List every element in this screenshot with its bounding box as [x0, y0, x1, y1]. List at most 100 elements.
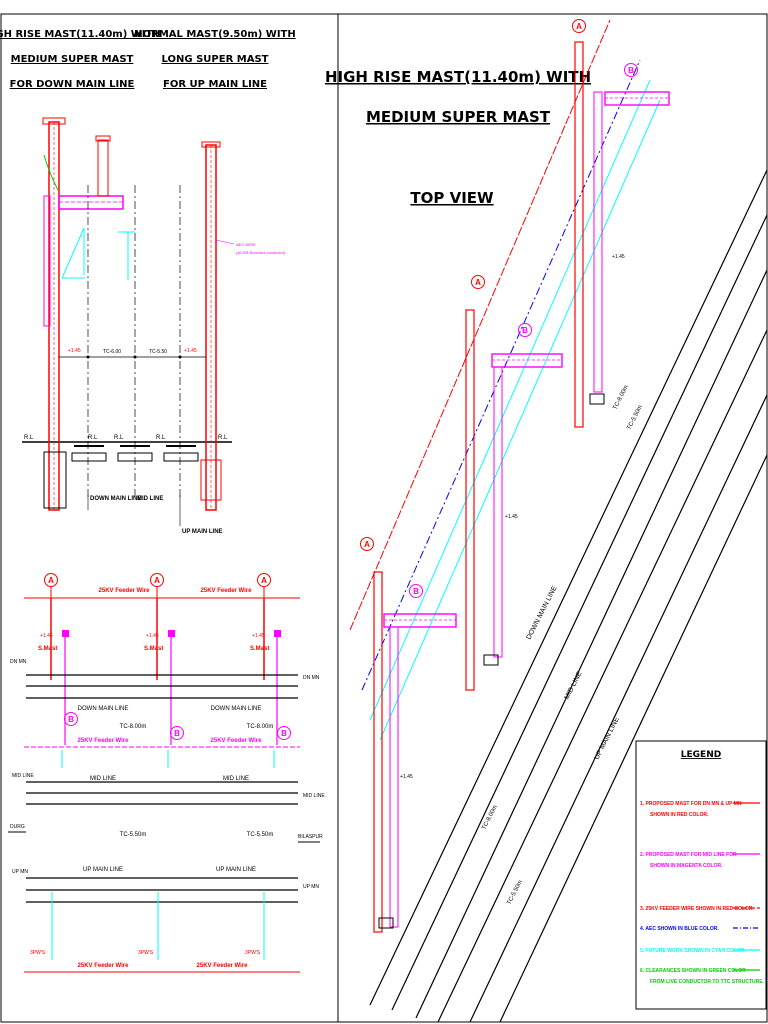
plan-smast-2: S.Mast — [144, 646, 163, 652]
left-title-2-line1: NORMAL MAST(9.50m) WITH — [134, 29, 295, 40]
tv-tc550: TC-5.50m — [506, 879, 523, 905]
rl-label-1: R.L — [24, 435, 34, 441]
plan-view: 25KV Feeder Wire 25KV Feeder Wire A A A — [8, 573, 325, 973]
svg-text:B: B — [628, 66, 634, 75]
rl-label-3: R.L — [114, 435, 124, 441]
tv-mast-2 — [465, 309, 475, 691]
tv-tc550-top: TC-5.50m — [626, 404, 643, 430]
right-title-line2: MEDIUM SUPER MAST — [366, 108, 551, 126]
plan-up-mn-left: UP MN — [12, 869, 28, 875]
plan-up-main-1: UP MAIN LINE — [83, 867, 123, 873]
track-1 — [71, 445, 107, 462]
super-mast-boom — [58, 195, 124, 210]
legend-item-3-text: 3. 25KV FEEDER WIRE SHOWN IN RED COLOR. — [640, 906, 755, 912]
tv-marker-b-1: B — [409, 584, 423, 598]
legend-item-5-text: 5. FUTURE WORK SHOWN IN CYAN COLOR. — [640, 948, 747, 954]
plan-ppw-1: 3PW'S — [30, 950, 46, 956]
svg-text:A: A — [475, 278, 481, 287]
legend-item-1-text: 1. PROPOSED MAST FOR DN MN & UP MN — [640, 801, 742, 807]
elev-up-main: UP MAIN LINE — [182, 529, 223, 535]
track-3 — [163, 445, 199, 462]
elev-tc-right: TC-5.50 — [149, 349, 167, 355]
rl-label-5: R.L — [218, 435, 228, 441]
aec-note: AEC WIRE — [236, 242, 256, 247]
plan-mid-right: MID LINE — [303, 793, 325, 799]
tv-tc800-top: TC-8.00m — [612, 384, 629, 410]
plan-marker-b-2: B — [170, 726, 184, 740]
legend-item-4-text: 4. AEC SHOWN IN BLUE COLOR. — [640, 926, 719, 932]
svg-text:A: A — [154, 576, 160, 585]
plan-ppw-2: 3PW'S — [138, 950, 154, 956]
plan-dn-mn-left: DN MN — [10, 659, 27, 665]
plan-down-main-2: DOWN MAIN LINE — [211, 706, 262, 712]
right-title-line1: HIGH RISE MAST(11.40m) WITH — [325, 68, 591, 86]
left-title-2-line3: FOR UP MAIN LINE — [163, 79, 267, 90]
plan-dim-3: +1.45 — [252, 633, 265, 639]
legend-item-1-text2: SHOWN IN RED COLOR. — [650, 812, 709, 818]
plan-dn-mn-right: DN MN — [303, 675, 320, 681]
tv-marker-b-2: B — [518, 323, 532, 337]
tv-tc800: TC-8.00m — [481, 804, 498, 830]
plan-feeder-mag-1: 25KV Feeder Wire — [78, 738, 130, 744]
left-title-1-line1: HIGH RISE MAST(11.40m) WITH — [0, 29, 161, 40]
tv-dim-3: +1.45 — [612, 254, 625, 260]
plan-to-dhuri: DURG — [10, 824, 25, 830]
legend-item-6-text: 6. CLEARANCES SHOWN IN GREEN COLOR — [640, 968, 746, 974]
plan-tc800-2: TC-8.00m — [247, 724, 274, 730]
plan-down-main-1: DOWN MAIN LINE — [78, 706, 129, 712]
plan-tc800-1: TC-8.00m — [120, 724, 147, 730]
plan-tc550-2: TC-5.50m — [247, 832, 274, 838]
plan-up-main-2: UP MAIN LINE — [216, 867, 256, 873]
legend: LEGEND 1. PROPOSED MAST FOR DN MN & UP M… — [635, 740, 767, 1010]
sheet-border — [0, 13, 768, 1023]
svg-text:B: B — [174, 729, 180, 738]
svg-text:B: B — [522, 326, 528, 335]
plan-dim-2: +1.45 — [146, 633, 159, 639]
plan-ppw-3: 3PW'S — [245, 950, 261, 956]
plan-marker-a-1: A — [44, 573, 58, 598]
tv-marker-a-1: A — [360, 537, 374, 551]
legend-item-2-text2: SHOWN IN MAGENTA COLOR. — [650, 863, 723, 869]
plan-to-bilaspur: BILASPUR — [298, 834, 323, 840]
plan-feeder-mag-2: 25KV Feeder Wire — [211, 738, 263, 744]
tv-marker-a-2: A — [471, 275, 485, 289]
svg-text:A: A — [48, 576, 54, 585]
plan-smast-1: S.Mast — [38, 646, 57, 652]
elev-mid: MID LINE — [137, 496, 163, 502]
plan-feeder-2: 25KV Feeder Wire — [201, 588, 253, 594]
plan-marker-b-3: B — [277, 726, 291, 740]
elev-down-main: DOWN MAIN LINE — [90, 496, 141, 502]
plan-marker-b-1: B — [64, 712, 78, 726]
elev-dim-left: +1.45 — [68, 348, 81, 354]
tv-mast-1 — [373, 571, 383, 933]
tv-dim-2: +1.45 — [505, 514, 518, 520]
elev-dim-right: +1.45 — [184, 348, 197, 354]
tv-down-main: DOWN MAIN LINE — [526, 585, 559, 641]
left-title-1-line3: FOR DOWN MAIN LINE — [10, 79, 135, 90]
elevation-view: TC-6.00 TC-5.50 +1.45 +1.45 R.L R.L R.L … — [22, 117, 286, 535]
aec-note-2: (ACSR Bunched conductor) — [236, 250, 286, 255]
svg-text:A: A — [261, 576, 267, 585]
rl-label-2: R.L — [88, 435, 98, 441]
legend-item-2-text: 2. PROPOSED MAST FOR MID LINE FOR — [640, 852, 737, 858]
svg-text:B: B — [281, 729, 287, 738]
plan-up-mn-right: UP MN — [303, 884, 319, 890]
plan-marker-a-2: A — [150, 573, 164, 598]
legend-item-6-text2: FROM LIVE CONDUCTOR TO TTC STRUCTURE. — [650, 979, 765, 985]
tv-mast-3 — [574, 41, 584, 428]
tv-up-main: UP MAIN LINE — [594, 716, 622, 761]
tv-marker-a-3: A — [572, 19, 586, 33]
plan-feeder-1: 25KV Feeder Wire — [99, 588, 151, 594]
top-view-title: TOP VIEW — [410, 189, 494, 207]
svg-text:A: A — [576, 22, 582, 31]
plan-feeder-bottom-2: 25KV Feeder Wire — [197, 963, 249, 969]
tv-dim-1: +1.45 — [400, 774, 413, 780]
plan-feeder-bottom-1: 25KV Feeder Wire — [78, 963, 130, 969]
plan-mid-1: MID LINE — [90, 776, 116, 782]
elev-tc-left: TC-6.00 — [103, 349, 121, 355]
svg-text:A: A — [364, 540, 370, 549]
rl-label-4: R.L — [156, 435, 166, 441]
tv-marker-b-3: B — [624, 63, 638, 77]
legend-title: LEGEND — [681, 750, 721, 760]
